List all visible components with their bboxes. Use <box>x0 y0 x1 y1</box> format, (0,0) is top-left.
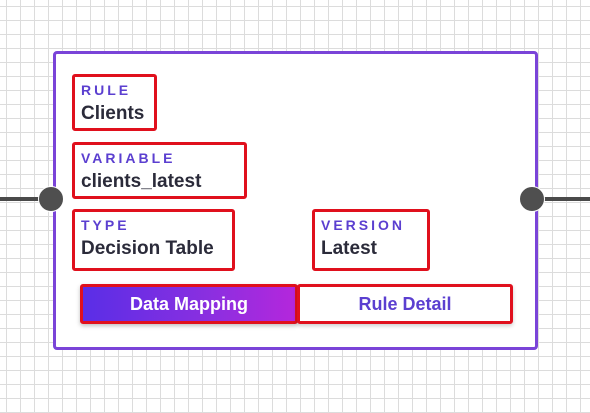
incoming-edge <box>0 197 44 201</box>
version-field: VERSION Latest <box>312 209 430 271</box>
outgoing-edge <box>540 197 590 201</box>
output-connection-handle[interactable] <box>519 186 545 212</box>
type-value: Decision Table <box>81 238 214 259</box>
input-connection-handle[interactable] <box>38 186 64 212</box>
version-value: Latest <box>321 238 377 259</box>
version-label: VERSION <box>321 217 406 233</box>
rule-field: RULE Clients <box>72 74 157 131</box>
rule-value: Clients <box>81 103 145 124</box>
data-mapping-button[interactable]: Data Mapping <box>80 284 298 324</box>
variable-value: clients_latest <box>81 171 202 192</box>
type-field: TYPE Decision Table <box>72 209 235 271</box>
type-label: TYPE <box>81 217 130 233</box>
variable-field: VARIABLE clients_latest <box>72 142 247 199</box>
rule-label: RULE <box>81 82 132 98</box>
variable-label: VARIABLE <box>81 150 176 166</box>
rule-detail-button[interactable]: Rule Detail <box>297 284 513 324</box>
